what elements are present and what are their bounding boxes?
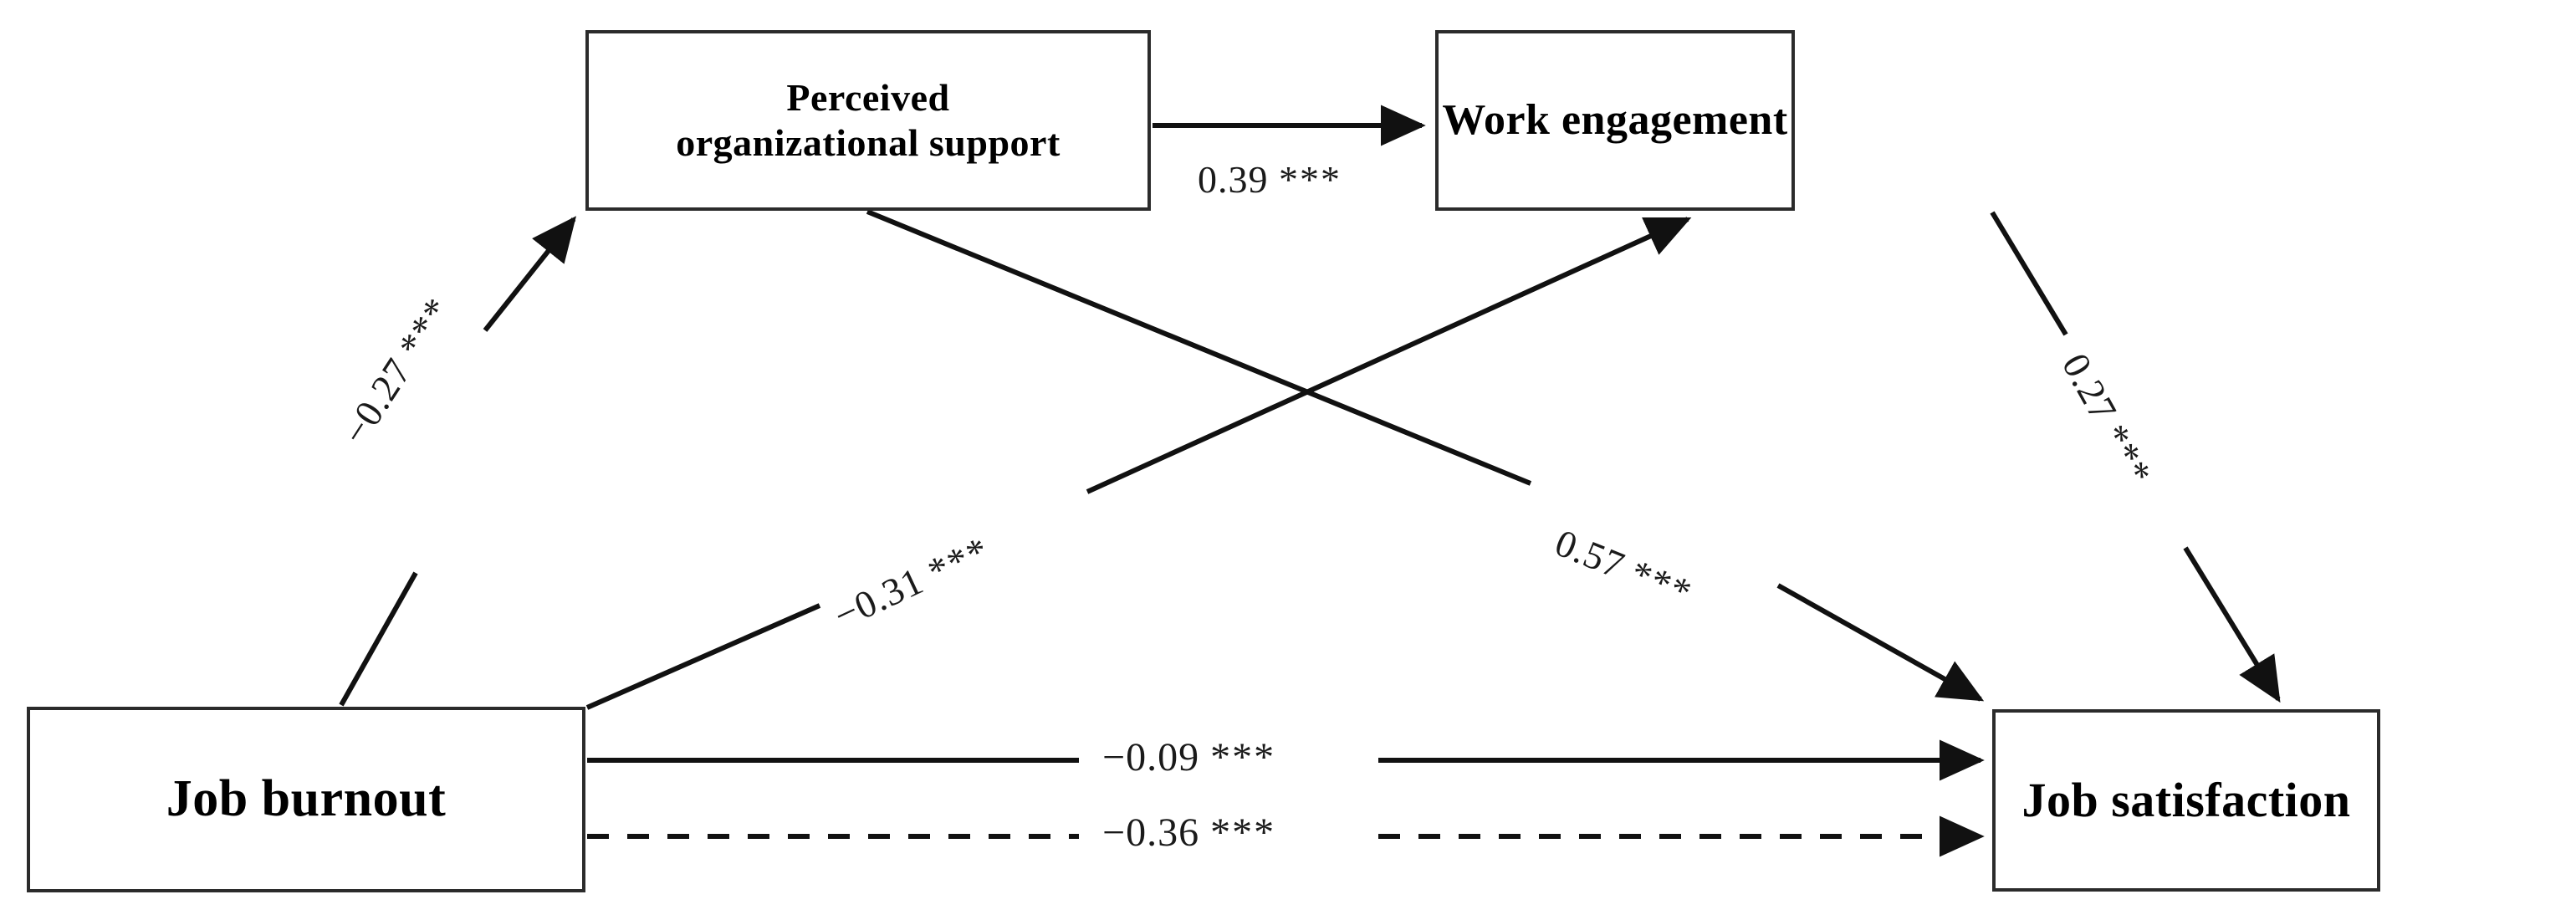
node-label-line-1: Work engagement xyxy=(1442,96,1788,145)
node-work-engagement[interactable]: Work engagement xyxy=(1435,30,1795,211)
edge-engagement-to-satisfaction xyxy=(1990,211,2281,703)
edge-coefficient: −0.09 xyxy=(1102,735,1200,779)
node-label-line-2: organizational support xyxy=(676,121,1061,164)
edge-burnout-to-pos xyxy=(339,216,576,707)
node-label-line-1: Perceived xyxy=(786,75,950,119)
edge-significance-stars: *** xyxy=(1210,735,1276,779)
node-job-satisfaction[interactable]: Job satisfaction xyxy=(1992,709,2380,892)
edge-label-burnout-to-satisfaction-direct: −0.09 *** xyxy=(1102,734,1275,780)
node-job-burnout[interactable]: Job burnout xyxy=(27,707,585,892)
edge-coefficient: −0.36 xyxy=(1102,810,1200,855)
node-label-line-1: Job burnout xyxy=(166,770,447,828)
node-perceived-organizational-support[interactable]: Perceived organizational support xyxy=(585,30,1151,211)
edge-label-burnout-to-satisfaction-total: −0.36 *** xyxy=(1102,810,1275,856)
edge-significance-stars: *** xyxy=(1210,810,1276,855)
edge-coefficient: 0.39 xyxy=(1198,158,1269,201)
edge-burnout-to-engagement xyxy=(585,217,1692,710)
edge-pos-to-satisfaction xyxy=(866,209,1985,702)
node-label-line-1: Job satisfaction xyxy=(2021,772,2351,827)
edge-label-pos-to-engagement: 0.39 *** xyxy=(1198,157,1342,202)
edge-significance-stars: *** xyxy=(1279,158,1342,201)
